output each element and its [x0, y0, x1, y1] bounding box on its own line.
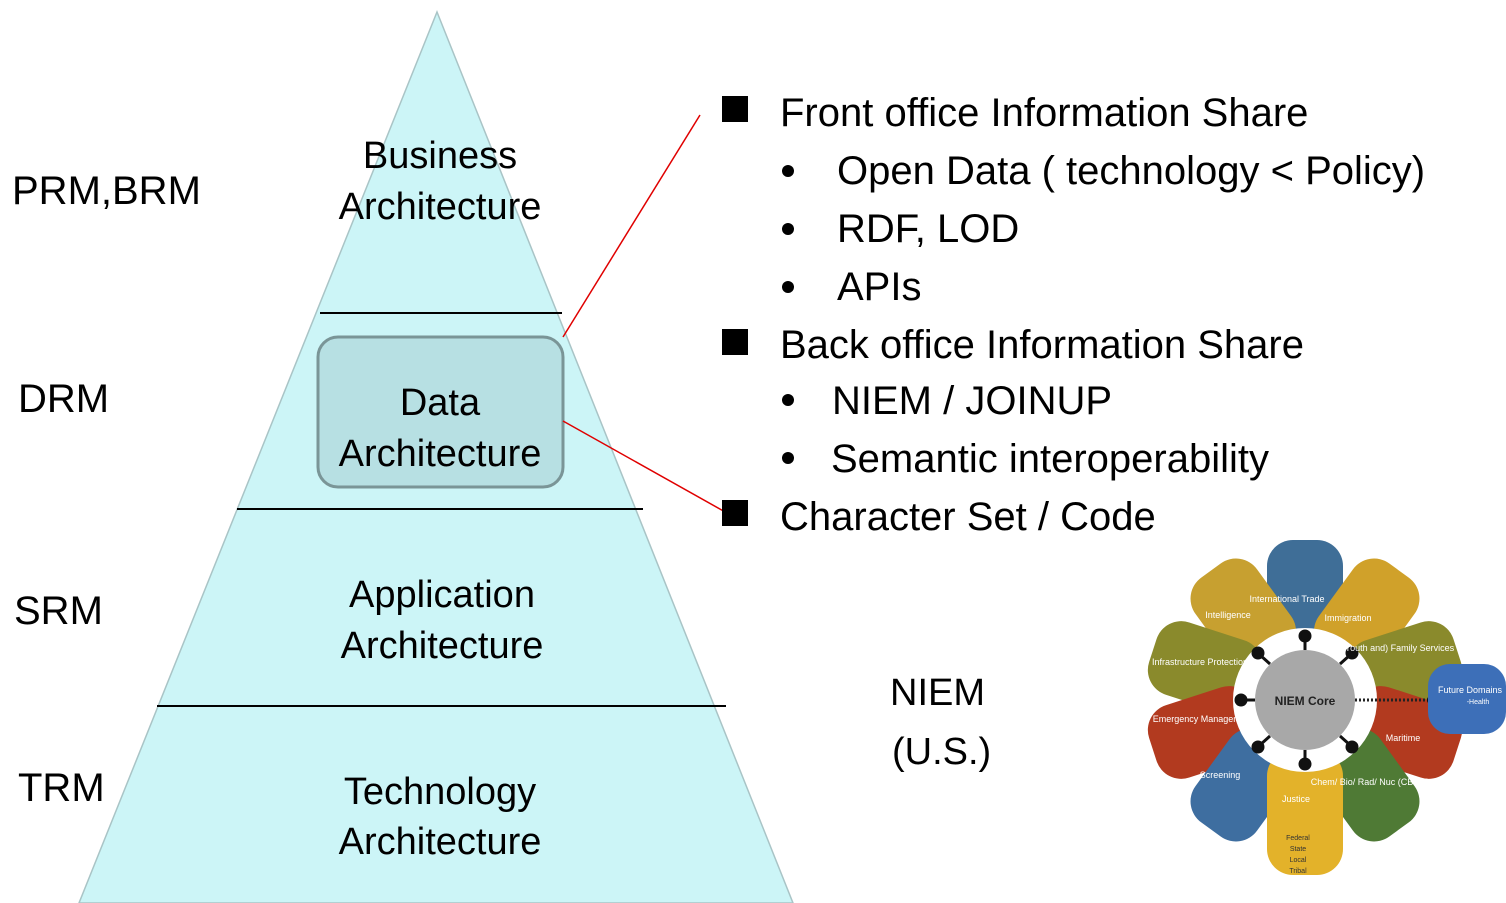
- niem-domain-diagram: NIEM Core International Trade Immigratio…: [1147, 540, 1506, 875]
- dot-bullet: [782, 281, 794, 293]
- bullet-character-set: Character Set / Code: [780, 495, 1156, 539]
- side-label-trm: TRM: [18, 766, 105, 810]
- level-label-state: State: [1290, 846, 1306, 853]
- square-bullet-1: [722, 96, 748, 122]
- petal-future-domains: [1428, 664, 1506, 734]
- petal-label-screening: Screening: [1200, 770, 1241, 780]
- level-label-federal: Federal: [1286, 835, 1310, 842]
- dot-bullet: [782, 223, 794, 235]
- bullet-front-office: Front office Information Share: [780, 91, 1308, 135]
- layer-data-line1: Data: [400, 382, 481, 424]
- connector-line-front: [562, 114, 701, 338]
- sub-bullet-rdf-lod: RDF, LOD: [837, 207, 1019, 251]
- petal-label-emergency: Emergency Management: [1153, 714, 1254, 724]
- petal-label-immigration: Immigration: [1324, 613, 1371, 623]
- niem-country-label: (U.S.): [892, 731, 991, 773]
- petal-label-cbrn: Chem/ Bio/ Rad/ Nuc (CBRN): [1311, 777, 1430, 787]
- petal-label-future-domains: Future Domains: [1438, 685, 1503, 695]
- layer-data-line2: Architecture: [339, 433, 542, 475]
- dot-bullet: [782, 452, 794, 464]
- petal-label-maritime: Maritime: [1386, 733, 1421, 743]
- petal-label-infrastructure: Infrastructure Protection: [1152, 657, 1248, 667]
- layer-technology-line2: Architecture: [339, 821, 542, 863]
- level-label-tribal: Tribal: [1289, 868, 1307, 875]
- data-architecture-box: [316, 335, 565, 489]
- sub-bullet-semantic: Semantic interoperability: [831, 437, 1269, 481]
- side-label-drm: DRM: [18, 377, 109, 421]
- niem-label: NIEM: [890, 672, 985, 714]
- petal-label-international-trade: International Trade: [1249, 594, 1324, 604]
- side-label-srm: SRM: [14, 589, 103, 633]
- dot-bullet: [782, 394, 794, 406]
- layer-application-line2: Architecture: [341, 625, 544, 667]
- petal-label-future-sub: -Health: [1467, 699, 1490, 706]
- niem-core-circle: [1255, 650, 1355, 750]
- layer-technology-line1: Technology: [344, 771, 536, 813]
- layer-business-line1: Business: [363, 135, 517, 177]
- layer-business-line2: Architecture: [339, 186, 542, 228]
- petal-label-youth: (Youth and) Family Services: [1342, 643, 1455, 653]
- petal-label-intelligence: Intelligence: [1205, 610, 1251, 620]
- connector-line-character: [562, 420, 728, 514]
- side-label-prm-brm: PRM,BRM: [12, 169, 201, 213]
- layer-application-line1: Application: [349, 574, 535, 616]
- sub-bullet-niem-joinup: NIEM / JOINUP: [832, 379, 1112, 423]
- bullet-back-office: Back office Information Share: [780, 323, 1304, 367]
- petal-justice: [1267, 750, 1343, 875]
- level-label-local: Local: [1290, 857, 1307, 864]
- sub-bullet-apis: APIs: [837, 265, 921, 309]
- niem-core-label: NIEM Core: [1275, 694, 1336, 708]
- petal-label-justice: Justice: [1282, 794, 1310, 804]
- dot-bullet: [782, 165, 794, 177]
- square-bullet-3: [722, 500, 748, 526]
- sub-bullet-open-data: Open Data ( technology < Policy): [837, 149, 1425, 193]
- square-bullet-2: [722, 329, 748, 355]
